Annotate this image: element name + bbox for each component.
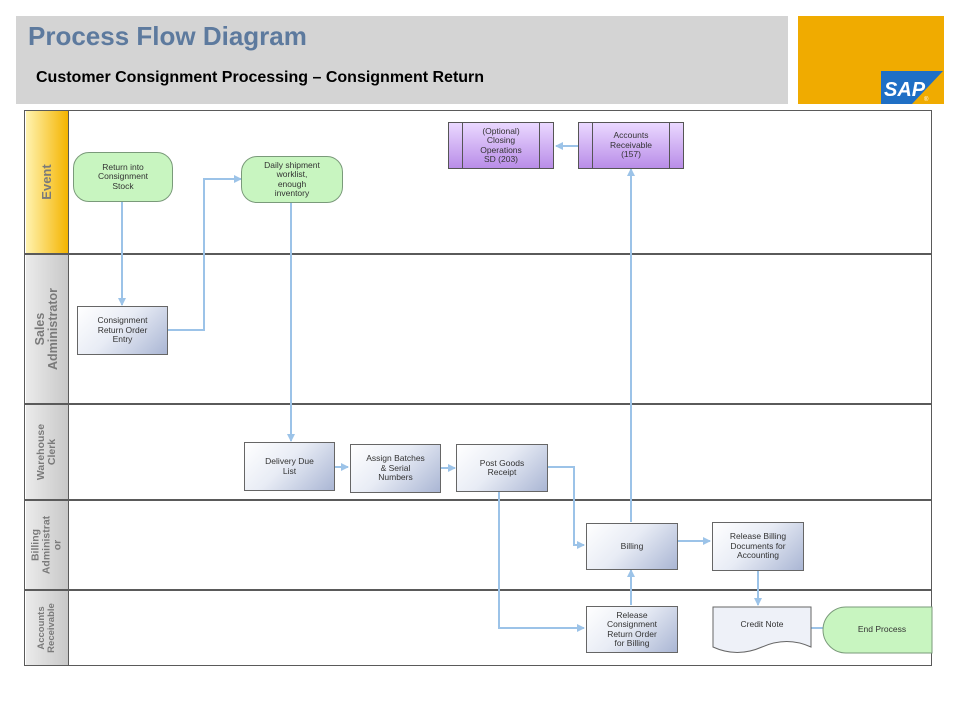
subprocess-accounts-receivable: Accounts Receivable (157) xyxy=(578,122,684,169)
task-delivery-due-list: Delivery Due List xyxy=(244,442,335,491)
connector-arrow xyxy=(168,175,242,331)
subprocess-closing-operations-label: (Optional) Closing Operations SD (203) xyxy=(480,125,522,164)
task-consignment-return-order-entry: Consignment Return Order Entry xyxy=(77,306,168,355)
task-release-consignment-return-order: Release Consignment Return Order for Bil… xyxy=(586,606,678,653)
task-billing: Billing xyxy=(586,523,678,570)
sap-logo: SAP ® xyxy=(881,71,943,104)
document-credit-note: Credit Note xyxy=(740,618,784,629)
event-end-process: End Process xyxy=(857,624,907,635)
lane-label-warehouse-clerk: Warehouse Clerk xyxy=(26,405,69,499)
lane-label-sales-administrator: Sales Administrator xyxy=(26,255,69,403)
svg-text:®: ® xyxy=(924,96,929,103)
credit-note-document-shape xyxy=(712,606,812,653)
lane-divider xyxy=(24,589,932,591)
lane-label-billing-administrator: Billing Administrat or xyxy=(26,501,69,589)
task-release-billing-documents: Release Billing Documents for Accounting xyxy=(712,522,804,571)
page-title: Process Flow Diagram xyxy=(28,21,307,51)
lane-divider xyxy=(24,403,932,405)
connector-arrow xyxy=(498,492,585,632)
svg-text:SAP: SAP xyxy=(884,79,926,101)
diagram-frame xyxy=(24,110,932,666)
lane-label-accounts-receivable: Accounts Receivable xyxy=(26,591,69,665)
lane-divider xyxy=(24,499,932,501)
connector-arrow xyxy=(548,466,585,549)
end-process-shape xyxy=(822,606,933,654)
page-subtitle: Customer Consignment Processing – Consig… xyxy=(36,69,485,86)
subprocess-accounts-receivable-label: Accounts Receivable (157) xyxy=(609,130,653,160)
lane-divider xyxy=(24,253,932,255)
event-daily-shipment-worklist: Daily shipment worklist, enough inventor… xyxy=(241,156,343,203)
task-post-goods-receipt: Post Goods Receipt xyxy=(456,444,548,492)
header-bar: Process Flow Diagram Customer Consignmen… xyxy=(16,16,788,104)
lane-label-event: Event xyxy=(26,111,69,253)
event-return-into-consignment-stock: Return into Consignment Stock xyxy=(73,152,173,202)
subprocess-closing-operations: (Optional) Closing Operations SD (203) xyxy=(448,122,554,169)
task-assign-batches-serial-numbers: Assign Batches & Serial Numbers xyxy=(350,444,441,493)
